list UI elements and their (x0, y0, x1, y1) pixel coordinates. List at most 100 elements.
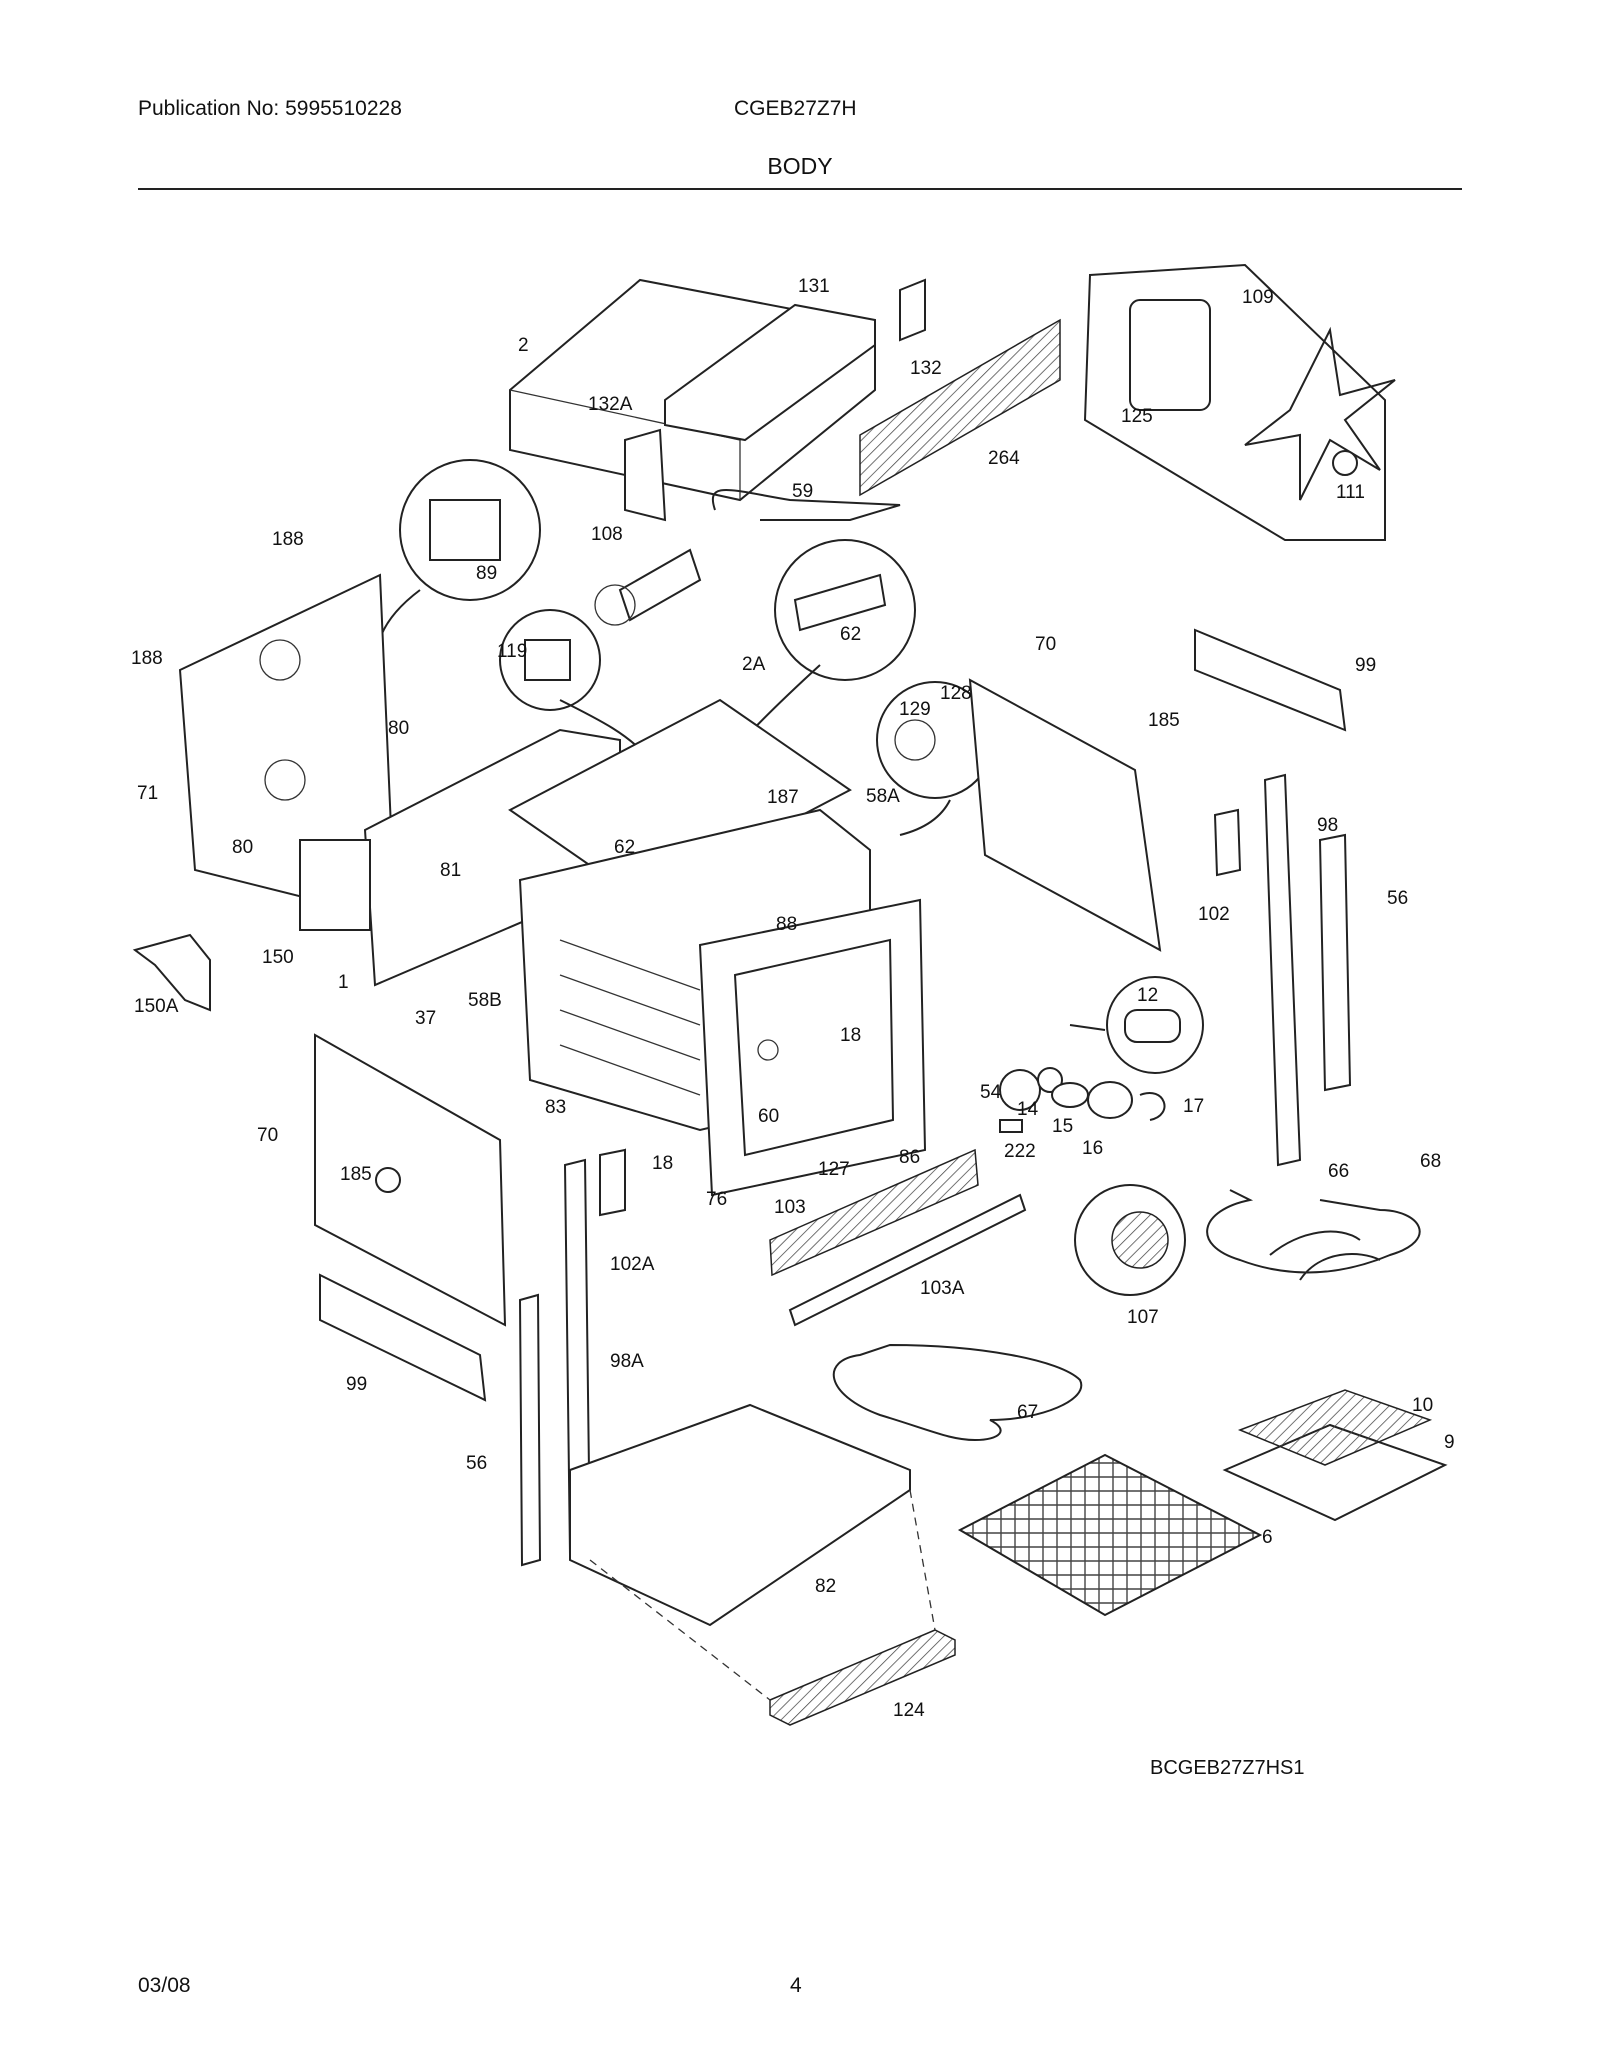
transformer-part (299, 839, 371, 931)
rear-fan-part (1074, 1184, 1186, 1296)
control-board-right-part (1194, 628, 1347, 732)
callout: 58B (468, 990, 502, 1011)
header-rule (138, 188, 1462, 190)
callout: 187 (767, 787, 799, 808)
callout: 99 (1355, 655, 1376, 676)
callout: 132 (910, 358, 942, 379)
callout: 37 (415, 1008, 436, 1029)
callout: 88 (776, 914, 797, 935)
callout: 98A (610, 1351, 644, 1372)
diagram-reference-code: BCGEB27Z7HS1 (1150, 1757, 1305, 1779)
callout: 132A (588, 394, 633, 415)
front-trim-parts (769, 1148, 1027, 1327)
callout: 81 (440, 860, 461, 881)
callout: 66 (1328, 1161, 1349, 1182)
callout: 16 (1082, 1138, 1103, 1159)
callout: 109 (1242, 287, 1274, 308)
callout: 108 (591, 524, 623, 545)
callout: 188 (131, 648, 163, 669)
callout: 185 (340, 1164, 372, 1185)
section-title: BODY (767, 153, 833, 179)
rear-panel-left-part (314, 1033, 507, 1327)
lamp-parts (999, 1067, 1166, 1133)
broil-element-part (1206, 1189, 1421, 1274)
side-trim-right-parts (1213, 773, 1352, 1167)
callout: 14 (1017, 1099, 1039, 1120)
drawer-part (769, 1629, 956, 1726)
callout: 59 (792, 481, 813, 502)
callout: 70 (257, 1125, 278, 1146)
callout: 103 (774, 1197, 806, 1218)
convection-fan-inset (1083, 263, 1396, 541)
page-number: 4 (790, 1974, 802, 1997)
callout: 6 (1262, 1527, 1273, 1548)
callout: 12 (1137, 985, 1158, 1006)
callout: 18 (840, 1025, 861, 1046)
callout: 119 (497, 641, 527, 662)
callout: 150A (134, 996, 179, 1017)
callout: 127 (818, 1159, 850, 1180)
callout: 102A (610, 1254, 655, 1275)
callout: 89 (476, 563, 497, 584)
callout: 125 (1121, 406, 1153, 427)
callout: 188 (272, 529, 304, 550)
callout: 17 (1183, 1096, 1204, 1117)
bracket-102a-part (599, 1148, 626, 1217)
rear-panel-right-part (968, 678, 1162, 952)
callout: 103A (920, 1278, 965, 1299)
top-cover-part (509, 278, 926, 522)
callout: 102 (1198, 904, 1230, 925)
callout: 9 (1444, 1432, 1455, 1453)
callout: 111 (1336, 482, 1365, 503)
vent-grille-part (859, 318, 1061, 497)
callout: 264 (988, 448, 1020, 469)
callout: 76 (706, 1189, 727, 1210)
callout: 80 (232, 837, 253, 858)
callout: 62 (614, 837, 635, 858)
bracket-part (132, 933, 211, 1012)
callout: 10 (1412, 1395, 1433, 1416)
callout: 18 (652, 1153, 673, 1174)
callout: 67 (1017, 1402, 1038, 1423)
callout: 86 (899, 1147, 920, 1168)
inset-circles (399, 459, 1204, 1074)
callout: 68 (1420, 1151, 1441, 1172)
callout: 56 (466, 1453, 487, 1474)
callout: 60 (758, 1106, 779, 1127)
callout-labels: 131 132 2 132A 264 109 125 111 59 108 18… (131, 276, 1455, 1721)
callout: 83 (545, 1097, 566, 1118)
callout: 150 (262, 947, 294, 968)
callout: 131 (798, 276, 830, 297)
front-frame-part (698, 898, 927, 1197)
callout: 80 (388, 718, 409, 739)
convection-element-part (594, 548, 702, 626)
control-board-left-part (319, 1273, 487, 1402)
callout: 2 (518, 335, 529, 356)
broil-pan-part (1222, 1389, 1448, 1522)
oven-bottom-part (569, 1403, 911, 1627)
hose-part (712, 489, 901, 521)
callout: 129 (899, 699, 931, 720)
callout: 222 (1004, 1141, 1036, 1162)
callout: 58A (866, 786, 900, 807)
callout: 70 (1035, 634, 1056, 655)
callout: 2A (742, 654, 766, 675)
model-number: CGEB27Z7H (734, 97, 857, 120)
callout: 15 (1052, 1116, 1073, 1137)
callout: 124 (893, 1700, 925, 1721)
oven-rack-part (957, 1453, 1263, 1617)
callout: 82 (815, 1576, 836, 1597)
callout: 98 (1317, 815, 1338, 836)
footer-date: 03/08 (138, 1974, 191, 1997)
callout: 56 (1387, 888, 1408, 909)
callout: 62 (840, 624, 861, 645)
publication-number: Publication No: 5995510228 (138, 97, 402, 120)
callout: 54 (980, 1082, 1002, 1103)
callout: 128 (940, 683, 972, 704)
bake-element-part (832, 1343, 1083, 1442)
callout: 107 (1127, 1307, 1159, 1328)
left-side-panel-part (178, 573, 397, 922)
callout: 1 (338, 972, 349, 993)
callout: 185 (1148, 710, 1180, 731)
